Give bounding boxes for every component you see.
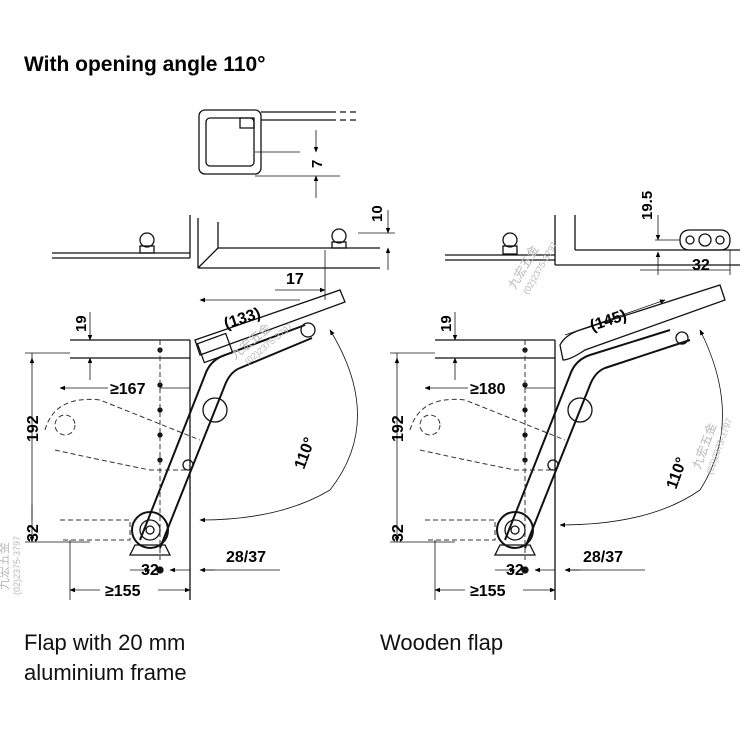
right-angle-label: 110° [664,455,691,491]
watermark-phone: (02)2375-3797 [12,536,22,595]
right-base-32-label: 32 [506,562,524,579]
profile-gap-label: 7 [309,160,326,168]
left-top-label: 19 [73,315,90,332]
aluminium-profile-detail [198,109,360,198]
watermark-group: 九宏五金 (02)2375-3797 九宏五金 (02)2375-3797 九宏… [0,240,734,595]
right-min-depth-label: ≥180 [470,381,506,398]
left-base-32-label: 32 [141,562,159,579]
right-height-label-main: 192 [390,415,407,442]
left-min-depth-label: ≥167 [110,381,146,398]
left-angle-label: 110° [292,435,319,471]
left-bottom-32-label: 32 [25,524,42,542]
right-bottom-32-label: 32 [390,524,407,542]
top-offset-label: 10 [369,205,386,222]
left-caption-line2: aluminium frame [24,660,187,685]
left-closed-position-dashed [44,340,201,560]
left-height-label: 192 [25,415,42,442]
right-caption: Wooden flap [380,630,504,655]
page-title: With opening angle 110° [24,53,266,76]
right-arm-length-label: (145) [588,307,629,335]
right-dimension-lines [390,299,723,600]
right-min-width-label: ≥155 [470,583,506,600]
right-side-label: 28/37 [583,549,623,566]
flap-offset-label: 17 [286,271,304,288]
left-top-strip [52,210,395,300]
right-width-label: 32 [692,257,710,274]
left-caption-line1: Flap with 20 mm [24,630,186,655]
right-top-label: 19 [438,315,455,332]
watermark-chars: 九宏五金 [0,542,11,590]
left-caption: Flap with 20 mm aluminium frame [24,628,187,688]
left-side-label: 28/37 [226,549,266,566]
right-closed-position-dashed [409,340,566,560]
left-dimension-lines [25,297,358,600]
left-min-width-label: ≥155 [105,583,141,600]
right-hinge-drawing [435,284,726,600]
right-top-strip [445,215,740,275]
right-height-label: 19.5 [639,191,656,220]
